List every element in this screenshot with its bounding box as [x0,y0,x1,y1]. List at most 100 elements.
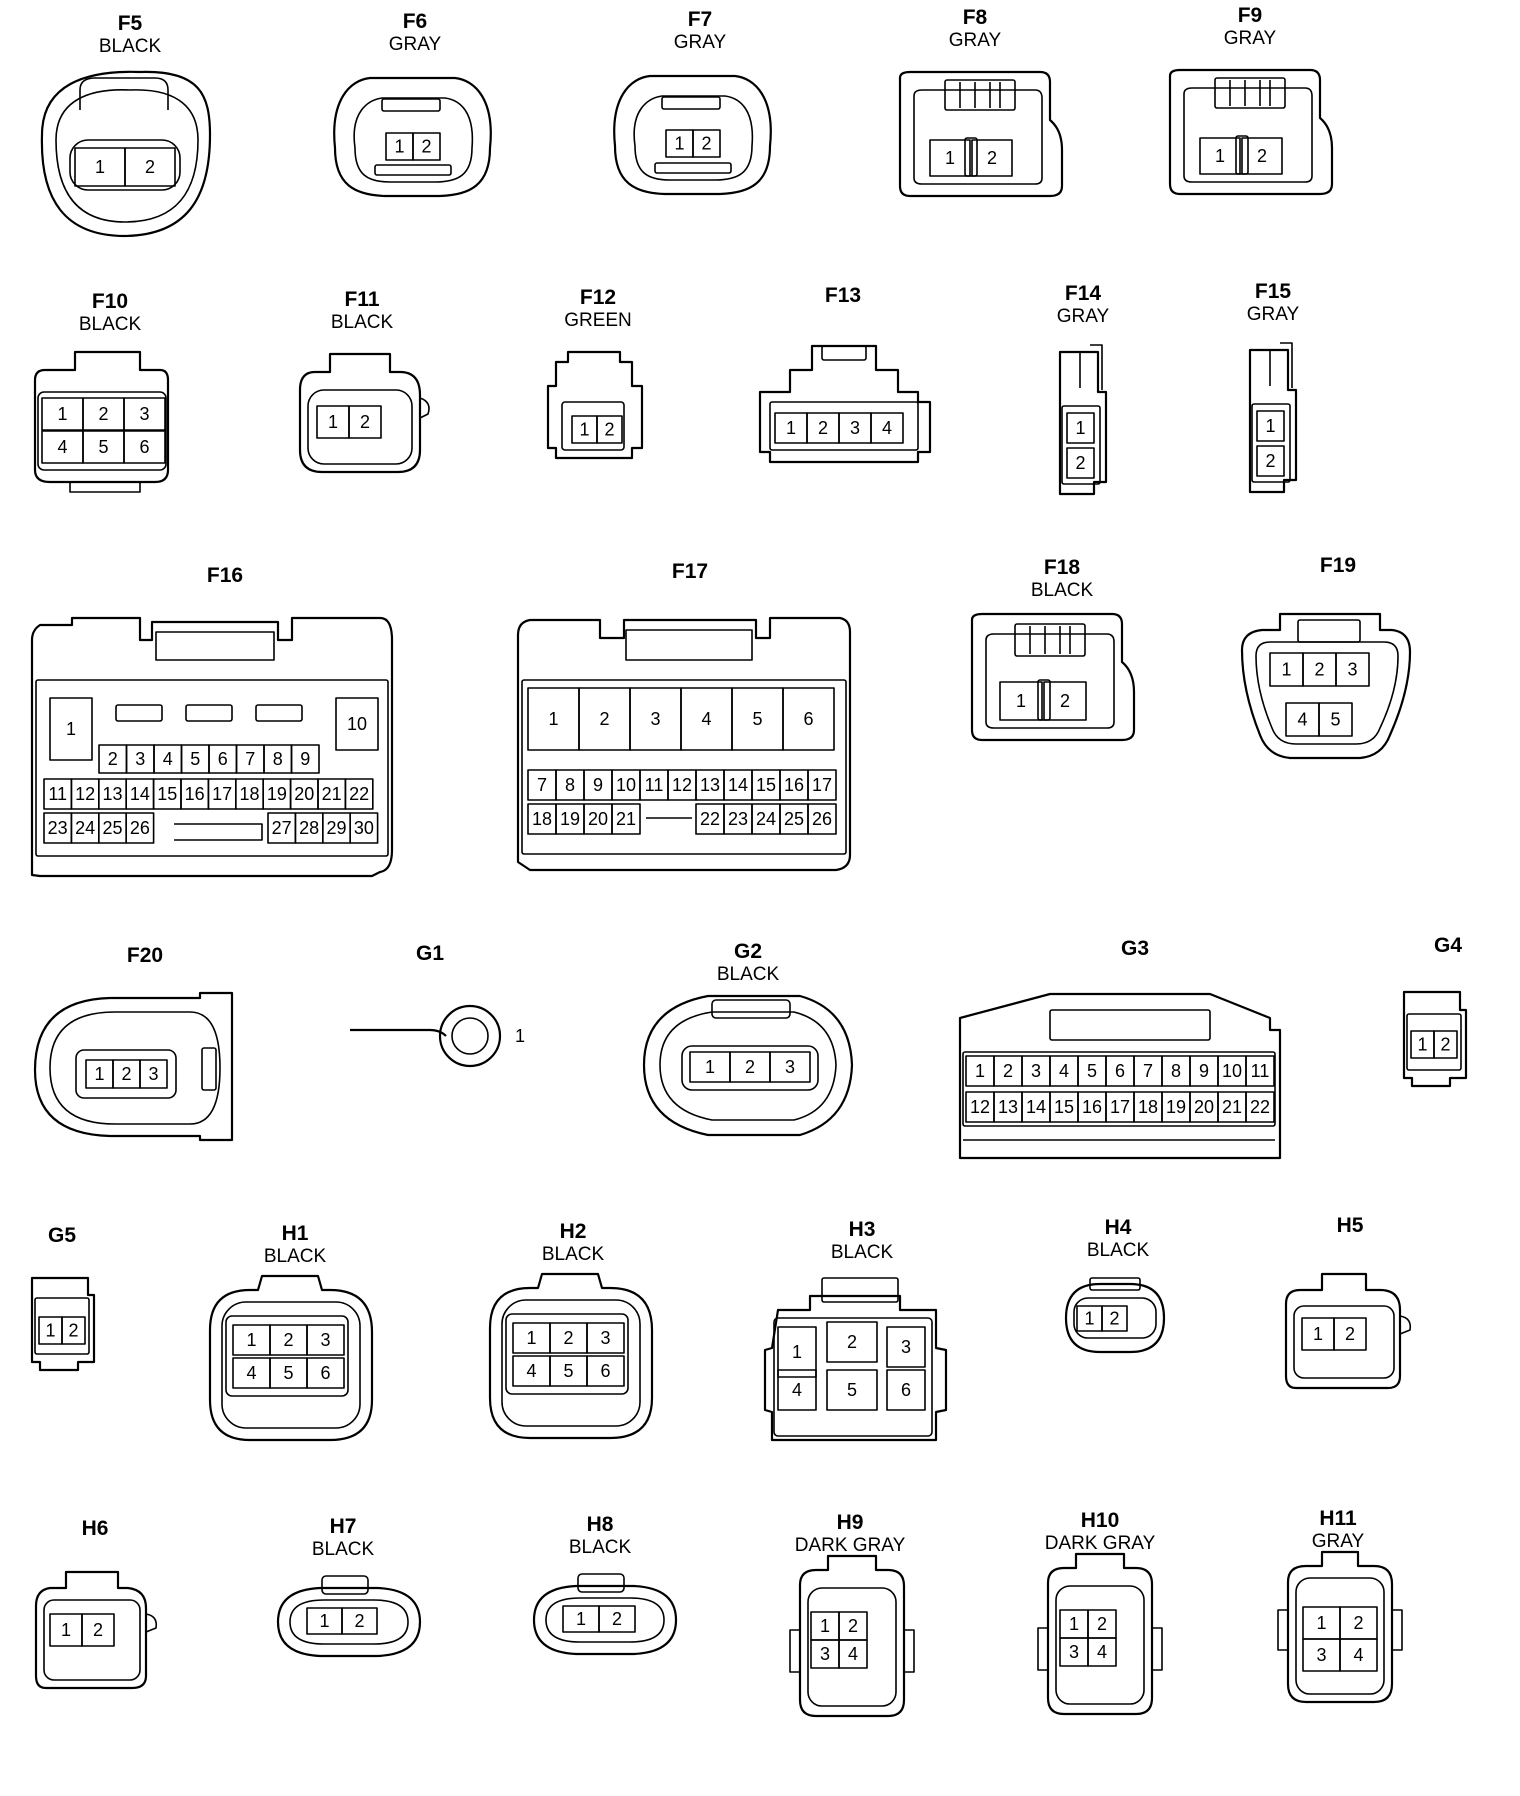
pin-cavity: 2 [806,412,840,444]
pin-number: 10 [347,714,367,734]
pin-cavity: 4 [680,687,733,751]
pin-number: 24 [756,809,776,829]
pin-cavity: 4 [777,1369,817,1411]
pin-number: 1 [548,709,558,729]
pin-number: 2 [93,1620,103,1640]
pin-cavity: 2 [598,1605,636,1633]
pin-cavity: 1 [316,405,350,439]
pin-cavity: 2 [578,687,631,751]
pin-number: 4 [701,709,711,729]
pin-number: 12 [75,784,95,804]
pin-number: 3 [135,749,145,769]
pin-cavity: 6 [782,687,835,751]
pin-cavity: 11 [639,769,669,801]
pin-cavity: 7 [1133,1055,1163,1087]
connector-id-label: F14 [1065,282,1102,305]
pin-number: 20 [294,784,314,804]
pin-number: 21 [616,809,636,829]
pin-number: 2 [354,1611,364,1631]
pin-number: 4 [57,437,67,457]
pin-cavity: 1 [1256,410,1285,442]
pin-cavity: 3 [1021,1055,1051,1087]
pin-number: 1 [786,418,796,438]
pin-cavity: 24 [751,803,781,835]
pin-cavity: 1 [1199,137,1241,175]
pin-number: 26 [812,809,832,829]
pin-number: 2 [360,412,370,432]
pin-cavity: 1 [85,1059,114,1089]
pin-number: 2 [1314,660,1324,680]
connector-color-label: BLACK [1031,580,1094,601]
connector-color-label: GRAY [1312,1531,1365,1552]
pin-cavity: 1 [515,1026,525,1046]
connector-id-label: F20 [127,944,163,967]
pin-cavity: 2 [269,1324,308,1356]
connector-body [1064,1277,1166,1354]
pin-number: 1 [1084,1309,1094,1329]
pin-number: 2 [145,157,155,177]
pin-cavity: 1 [38,1316,63,1345]
pin-number: 17 [1110,1097,1130,1117]
pin-number: 2 [421,137,431,157]
pin-number: 1 [576,1609,586,1629]
pin-cavity: 8 [263,744,293,774]
pin-cavity: 12 [70,778,100,810]
pin-number: 13 [700,775,720,795]
pin-cavity: 2 [1066,447,1095,479]
pin-cavity: 22 [1245,1091,1275,1123]
pin-cavity: 1 [999,681,1043,721]
pin-number: 2 [818,418,828,438]
pin-number: 12 [672,775,692,795]
pin-number: 15 [157,784,177,804]
pin-number: 2 [745,1057,755,1077]
connector-body [1277,1550,1403,1704]
pin-cavity: 2 [112,1059,141,1089]
pin-number: 10 [1222,1061,1242,1081]
connector-id-label: F15 [1255,280,1292,303]
pin-number: 9 [1199,1061,1209,1081]
pin-number: 5 [190,749,200,769]
pin-number: 4 [526,1361,536,1381]
pin-cavity: 21 [611,803,641,835]
pin-cavity: 21 [317,778,347,810]
pin-number: 4 [246,1363,256,1383]
connector-body [350,1004,502,1068]
pin-cavity: 3 [838,412,872,444]
pin-cavity: 15 [152,778,182,810]
pin-number: 1 [66,719,76,739]
pin-number: 1 [674,134,684,154]
pin-number: 1 [1316,1613,1326,1633]
pin-number: 19 [560,809,580,829]
pin-number: 1 [945,148,955,168]
pin-cavity: 18 [527,803,557,835]
pin-cavity: 22 [344,778,374,810]
pin-number: 17 [212,784,232,804]
pin-cavity: 2 [1333,1317,1367,1351]
connector-body [33,991,234,1142]
pin-cavity: 12 [965,1091,995,1123]
pin-number: 9 [300,749,310,769]
pin-cavity: 24 [70,812,100,844]
pin-number: 5 [752,709,762,729]
connector-id-label: G5 [48,1224,76,1247]
connector-color-label: DARK GRAY [1045,1533,1156,1554]
pin-cavity: 16 [779,769,809,801]
pin-number: 1 [820,1616,830,1636]
pin-number: 8 [565,775,575,795]
pin-cavity: 22 [695,803,725,835]
pin-number: 1 [328,412,338,432]
pin-cavity: 21 [1217,1091,1247,1123]
pin-number: 2 [1109,1309,1119,1329]
pin-number: 2 [1440,1035,1450,1055]
pin-number: 22 [1250,1097,1270,1117]
pin-cavity: 3 [306,1324,345,1356]
